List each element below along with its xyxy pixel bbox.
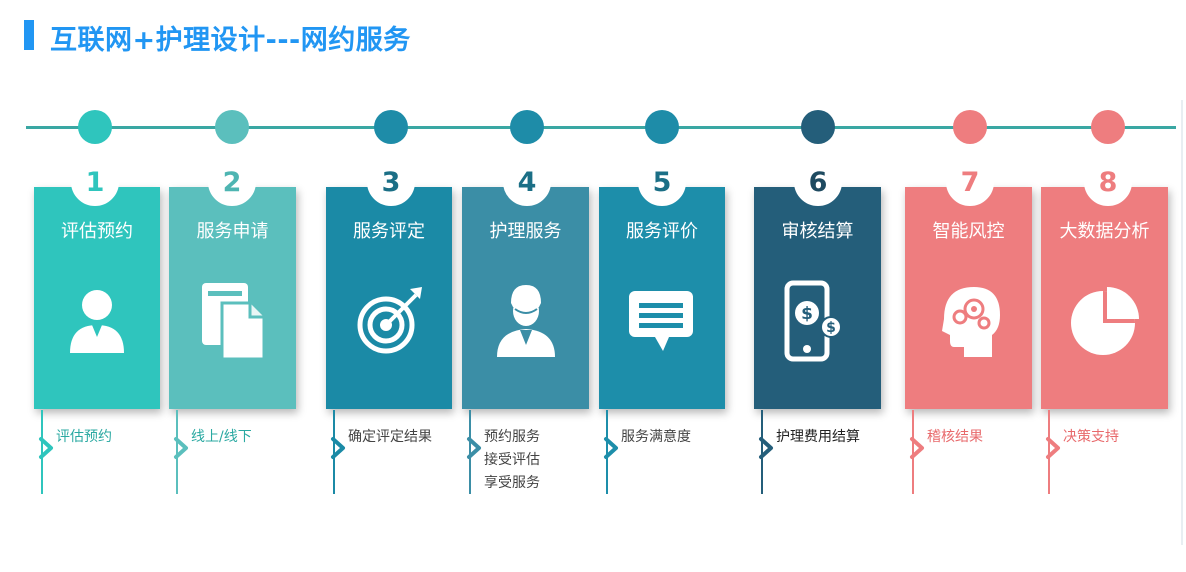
- step-title: 服务评价: [626, 221, 698, 242]
- step-description: 线上/线下: [191, 426, 252, 449]
- svg-text:$: $: [801, 304, 813, 324]
- chevron-right-icon: [756, 436, 776, 460]
- chevron-right-icon: [328, 436, 348, 460]
- step-title: 服务申请: [196, 221, 269, 242]
- title-accent-bar: [24, 20, 34, 50]
- chevron-right-icon: [36, 436, 56, 460]
- chevron-right-icon: [907, 436, 927, 460]
- step-number: 4: [503, 158, 551, 206]
- step-description: 稽核结果: [927, 426, 983, 449]
- step-description: 确定评定结果: [348, 426, 432, 449]
- step-description-line: 接受评估: [484, 452, 540, 468]
- step-description-line: 决策支持: [1063, 429, 1119, 445]
- step-description-line: 稽核结果: [927, 429, 983, 445]
- timeline-line: [26, 126, 1176, 129]
- page-title: 互联网+护理设计---网约服务: [50, 25, 411, 56]
- divider: [1181, 100, 1183, 545]
- target-icon: [344, 275, 434, 365]
- document-icon: [188, 275, 278, 365]
- step-description-line: 护理费用结算: [776, 429, 860, 445]
- step-connector-line: [333, 410, 335, 494]
- step-card: [754, 187, 881, 409]
- chevron-right-icon: [1043, 436, 1063, 460]
- payment-icon: $ $: [773, 275, 863, 365]
- step-connector-line: [606, 410, 608, 494]
- step-connector-line: [1048, 410, 1050, 494]
- step-description-line: 线上/线下: [191, 429, 252, 445]
- timeline-dot: [78, 110, 112, 144]
- step-description: 护理费用结算: [776, 426, 860, 449]
- step-description: 预约服务接受评估享受服务: [484, 426, 540, 495]
- step-description-line: 评估预约: [56, 429, 112, 445]
- step-connector-line: [176, 410, 178, 494]
- step-title: 审核结算: [781, 221, 854, 242]
- timeline-dot: [645, 110, 679, 144]
- step-title: 智能风控: [932, 221, 1005, 242]
- comment-icon: [617, 275, 707, 365]
- step-number: 6: [794, 158, 842, 206]
- step-description-line: 确定评定结果: [348, 429, 432, 445]
- user-icon: [52, 275, 142, 365]
- timeline-dot: [801, 110, 835, 144]
- step-connector-line: [912, 410, 914, 494]
- step-number: 3: [367, 158, 415, 206]
- step-description-line: 预约服务: [484, 429, 540, 445]
- step-description-line: 享受服务: [484, 475, 540, 491]
- step-connector-line: [761, 410, 763, 494]
- step-number: 2: [208, 158, 256, 206]
- timeline-dot: [215, 110, 249, 144]
- step-description: 决策支持: [1063, 426, 1119, 449]
- step-description-line: 服务满意度: [621, 429, 691, 445]
- nurse-icon: [481, 275, 571, 365]
- step-number: 1: [71, 158, 119, 206]
- timeline-dot: [510, 110, 544, 144]
- step-connector-line: [41, 410, 43, 494]
- timeline-dot: [953, 110, 987, 144]
- timeline-dot: [374, 110, 408, 144]
- pie-chart-icon: [1060, 275, 1150, 365]
- step-title: 评估预约: [61, 221, 133, 242]
- step-title: 服务评定: [353, 221, 425, 242]
- chevron-right-icon: [601, 436, 621, 460]
- step-title: 护理服务: [489, 221, 562, 242]
- step-title: 大数据分析: [1059, 221, 1150, 242]
- step-number: 7: [946, 158, 994, 206]
- step-description: 服务满意度: [621, 426, 691, 449]
- svg-text:$: $: [826, 320, 836, 336]
- brain-icon: [924, 275, 1014, 365]
- chevron-right-icon: [171, 436, 191, 460]
- step-connector-line: [469, 410, 471, 494]
- step-number: 5: [638, 158, 686, 206]
- timeline-dot: [1091, 110, 1125, 144]
- step-number: 8: [1084, 158, 1132, 206]
- step-description: 评估预约: [56, 426, 112, 449]
- chevron-right-icon: [464, 436, 484, 460]
